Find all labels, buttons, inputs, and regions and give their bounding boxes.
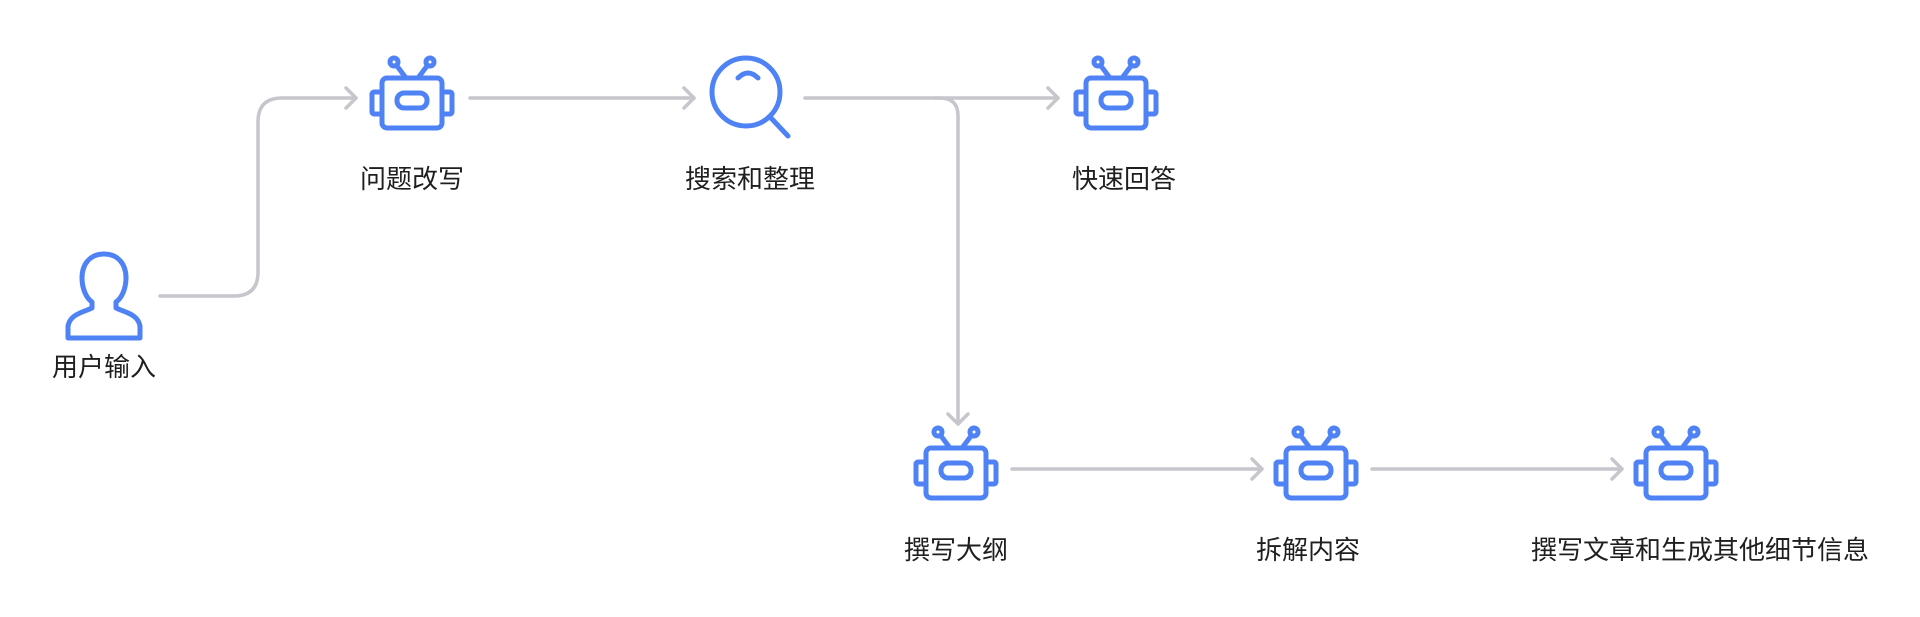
- connector-search-to-quick-answer: [803, 86, 1060, 110]
- node-label-user-input: 用户输入: [51, 353, 157, 383]
- connector-user-to-rewrite: [158, 86, 358, 298]
- robot-icon: [1636, 428, 1716, 498]
- robot-icon: [1276, 428, 1356, 498]
- node-label-search: 搜索和整理: [684, 165, 816, 195]
- node-label-rewrite: 问题改写: [359, 165, 465, 195]
- connector-breakdown-to-write-article: [1370, 457, 1624, 481]
- node-label-breakdown: 拆解内容: [1255, 536, 1361, 566]
- robot-icon: [372, 58, 452, 128]
- node-label-outline: 撰写大纲: [903, 536, 1009, 566]
- connector-outline-to-breakdown: [1010, 457, 1264, 481]
- search-icon: [712, 58, 788, 136]
- connector-rewrite-to-search: [468, 86, 696, 110]
- user-icon: [68, 254, 140, 338]
- node-label-write-article: 撰写文章和生成其他细节信息: [1530, 536, 1870, 566]
- robot-icon: [1076, 58, 1156, 128]
- robot-icon: [916, 428, 996, 498]
- connector-search-to-outline: [933, 96, 970, 426]
- node-label-quick-answer: 快速回答: [1071, 165, 1177, 195]
